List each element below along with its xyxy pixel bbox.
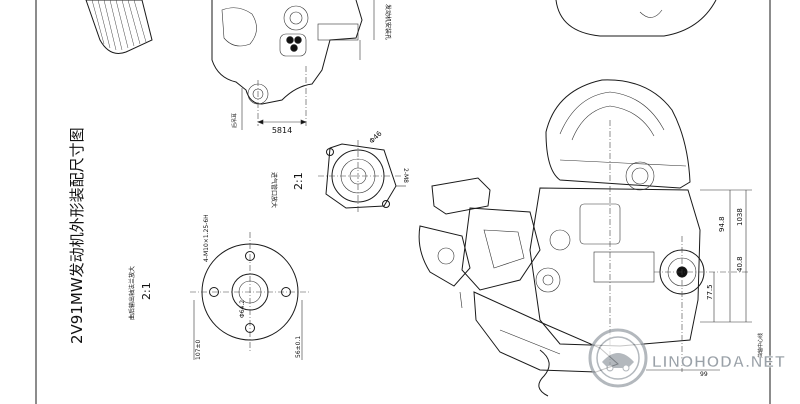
dim-948: 94.8 — [718, 216, 726, 232]
dim-775: 77.5 — [706, 284, 714, 300]
dim-107: 107±0 — [195, 340, 202, 360]
tank-detail — [639, 9, 663, 18]
intake-note: 进气管口放大 — [270, 172, 278, 208]
dim-1038: 1038 — [736, 208, 744, 226]
output-flange-detail — [190, 232, 310, 360]
note-bottom-right: 曲轴中心线 — [757, 333, 764, 358]
watermark-text: LINOHODA.NET — [652, 354, 786, 371]
dim-46: Φ46 — [368, 129, 384, 145]
dim-2m8: 2-M8 — [402, 168, 409, 183]
scale-output: 2:1 — [140, 282, 153, 300]
dim-99: 99 — [700, 371, 708, 378]
engine-top-view — [211, 0, 363, 130]
dim-408: 40.8 — [736, 256, 744, 272]
engine-main-view — [418, 79, 752, 397]
drawing-title: 2V91MW发动机外形装配尺寸图 — [68, 127, 86, 344]
dim-5814: 5814 — [272, 126, 292, 135]
note-left-vertical: 后吊耳 — [231, 113, 238, 128]
watermark-logo — [588, 328, 648, 388]
scale-flange: 2:1 — [292, 172, 305, 190]
fuel-tank-outline — [555, 0, 717, 37]
note-top-right: 发动机安装孔 — [384, 4, 392, 40]
dim-m10: 4-M10×1.25-6H — [203, 214, 210, 262]
dim-642: Φ64.2 — [239, 300, 246, 318]
air-filter-drawing — [85, 0, 153, 54]
dim-560: 56±0.1 — [295, 336, 302, 358]
intake-flange-detail — [318, 140, 406, 214]
flange-note: 曲后输出轴法兰放大 — [128, 266, 136, 320]
